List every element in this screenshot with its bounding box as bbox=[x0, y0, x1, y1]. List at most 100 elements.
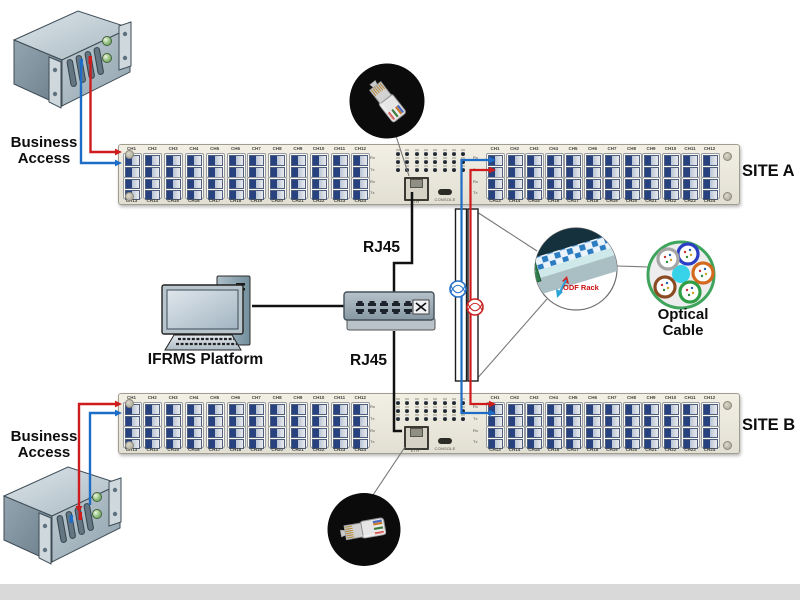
channel-label: CH18 bbox=[229, 446, 242, 452]
channel-label: CH14 bbox=[146, 446, 159, 452]
fiber-connector bbox=[507, 439, 523, 449]
port-direction-label: Rx bbox=[370, 404, 375, 409]
fiber-connector bbox=[124, 179, 140, 189]
channel-module bbox=[505, 176, 525, 200]
channel-label: CH15 bbox=[528, 446, 540, 452]
channel-module bbox=[681, 152, 700, 178]
fiber-connector bbox=[644, 155, 659, 166]
channel-module bbox=[661, 152, 681, 178]
channel-label: CH8 bbox=[626, 395, 636, 400]
fiber-connector bbox=[270, 179, 286, 189]
fiber-duct bbox=[454, 208, 479, 382]
fiber-connector bbox=[488, 404, 503, 415]
fiber-connector bbox=[353, 167, 369, 178]
channel-module bbox=[486, 152, 505, 178]
channel-label: CH12 bbox=[703, 395, 716, 400]
channel-label: CH8 bbox=[272, 395, 282, 400]
fiber-connector bbox=[332, 167, 348, 178]
status-led bbox=[433, 398, 438, 405]
channel-module bbox=[226, 425, 246, 449]
fiber-connector bbox=[166, 155, 182, 166]
fiber-connector bbox=[507, 167, 523, 178]
fiber-connector bbox=[585, 416, 601, 427]
fiber-connector bbox=[353, 190, 369, 200]
fiber-connector bbox=[228, 416, 244, 427]
channel-module bbox=[330, 152, 350, 178]
status-led bbox=[461, 157, 466, 164]
fiber-connector bbox=[663, 428, 679, 438]
odf-rack-callout: ODF Rack bbox=[534, 227, 618, 311]
channel-module bbox=[544, 401, 564, 427]
fiber-connector bbox=[228, 167, 244, 178]
fiber-connector bbox=[249, 179, 265, 189]
channel-module bbox=[164, 152, 184, 178]
channel-module bbox=[288, 425, 308, 449]
fiber-connector bbox=[228, 179, 244, 189]
status-led bbox=[414, 149, 419, 156]
fiber-connector bbox=[605, 155, 620, 166]
status-led bbox=[423, 165, 428, 172]
channel-label: CH6 bbox=[587, 146, 597, 151]
fiber-connector bbox=[546, 428, 562, 438]
fiber-connector bbox=[270, 155, 286, 166]
fiber-connector bbox=[186, 416, 202, 427]
status-led bbox=[451, 157, 456, 164]
channel-label: CH20 bbox=[271, 197, 283, 203]
status-led bbox=[461, 398, 466, 405]
channel-module bbox=[247, 401, 267, 427]
channel-label: CH18 bbox=[586, 446, 599, 452]
channel-label: CH18 bbox=[586, 197, 599, 203]
fiber-connector bbox=[683, 416, 698, 427]
channel-module bbox=[143, 401, 163, 427]
fiber-connector bbox=[353, 179, 369, 189]
channel-module bbox=[525, 425, 544, 449]
eth-port-label: ETH bbox=[410, 199, 420, 204]
status-led bbox=[433, 165, 438, 172]
channel-module bbox=[143, 425, 163, 449]
channel-module bbox=[642, 425, 661, 449]
channel-module bbox=[226, 152, 246, 178]
fiber-connector bbox=[527, 428, 542, 438]
channel-module bbox=[205, 152, 225, 178]
status-led bbox=[423, 149, 428, 156]
channel-label: CH7 bbox=[251, 146, 261, 151]
fiber-connector bbox=[585, 428, 601, 438]
fiber-connector bbox=[527, 167, 542, 178]
channel-label: CH12 bbox=[354, 395, 367, 400]
channel-module bbox=[309, 425, 329, 449]
fiber-connector bbox=[683, 428, 698, 438]
monitor bbox=[161, 284, 244, 335]
channel-module bbox=[661, 425, 681, 449]
fiber-connector bbox=[332, 190, 348, 200]
channel-label: CH6 bbox=[587, 395, 597, 400]
fiber-connector bbox=[166, 416, 182, 427]
fiber-connector bbox=[585, 439, 601, 449]
port-direction-label: Tx bbox=[370, 190, 375, 196]
channel-label: CH7 bbox=[607, 146, 617, 151]
fiber-connector bbox=[546, 439, 562, 449]
channel-module bbox=[661, 401, 681, 427]
channel-label: CH11 bbox=[333, 395, 346, 400]
channel-module bbox=[330, 176, 350, 200]
channel-module bbox=[700, 425, 720, 449]
fiber-connector bbox=[270, 416, 286, 427]
fiber-connector bbox=[270, 190, 286, 200]
channel-label: CH21 bbox=[645, 197, 657, 203]
port-direction-label: Tx bbox=[370, 415, 375, 421]
channel-label: CH6 bbox=[230, 146, 240, 151]
channel-module bbox=[164, 401, 184, 427]
port-direction-label: Rx bbox=[473, 178, 478, 184]
fiber-connector bbox=[145, 428, 161, 438]
fiber-connector bbox=[566, 404, 581, 415]
fiber-connector bbox=[488, 155, 503, 166]
screw bbox=[723, 401, 732, 410]
ifrms-platform-label: IFRMS Platform bbox=[147, 351, 264, 368]
channel-module bbox=[288, 401, 308, 427]
fiber-connector bbox=[311, 190, 327, 200]
site-b-panel: CH1CH13CH2CH14CH3CH15CH4CH16CH5CH17CH6CH… bbox=[118, 393, 740, 454]
screw bbox=[125, 192, 134, 201]
switch-crossover-icon bbox=[412, 299, 430, 315]
channel-label: CH17 bbox=[208, 446, 221, 452]
fiber-connector bbox=[290, 190, 306, 200]
optical-cable-label: Optical Cable bbox=[657, 306, 709, 339]
